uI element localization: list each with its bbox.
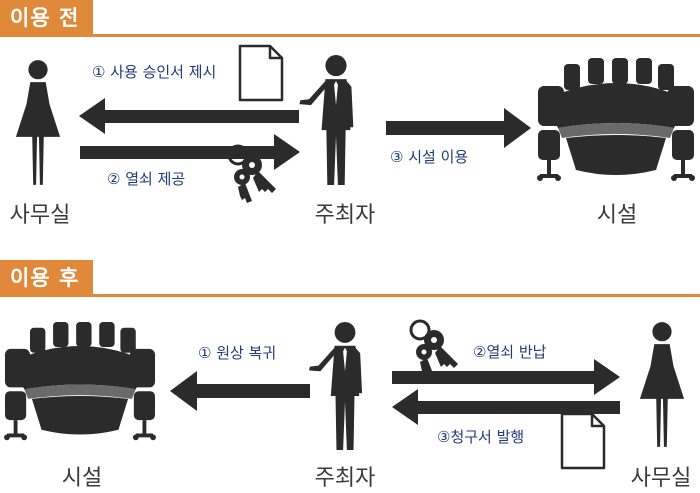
conference-table-icon xyxy=(0,322,160,447)
arrow-icon xyxy=(392,359,620,395)
step-label: ② 열쇠 제공 xyxy=(107,170,186,188)
node-label: 사무실 xyxy=(630,466,692,491)
woman-icon xyxy=(638,322,686,447)
step-label: ③ 시설 이용 xyxy=(390,148,469,166)
section-title-before: 이용 전 xyxy=(0,0,94,36)
step-label: ① 원상 복귀 xyxy=(198,344,277,362)
node-label: 시설 xyxy=(596,203,638,228)
keys-icon xyxy=(404,318,464,382)
arrow-icon xyxy=(392,389,620,425)
section-divider xyxy=(0,294,700,297)
keys-icon xyxy=(222,143,282,207)
node-label: 주최자 xyxy=(314,203,376,228)
man-icon xyxy=(296,55,376,185)
step-label: ②열쇠 반납 xyxy=(473,343,547,361)
woman-icon xyxy=(14,60,62,185)
arrow-icon xyxy=(79,98,299,134)
man-icon xyxy=(305,322,385,450)
arrow-icon xyxy=(170,371,310,411)
arrow-icon xyxy=(386,108,531,148)
document-icon xyxy=(560,412,606,470)
node-label: 시설 xyxy=(61,466,103,491)
section-title-after: 이용 후 xyxy=(0,260,94,296)
arrow-icon xyxy=(80,134,300,170)
step-label: ③청구서 발행 xyxy=(437,428,525,446)
section-divider xyxy=(0,34,700,37)
step-label: ① 사용 승인서 제시 xyxy=(92,63,217,81)
document-icon xyxy=(238,44,284,102)
node-label: 사무실 xyxy=(9,203,71,228)
conference-table-icon xyxy=(536,58,696,188)
node-label: 주최자 xyxy=(314,466,376,491)
